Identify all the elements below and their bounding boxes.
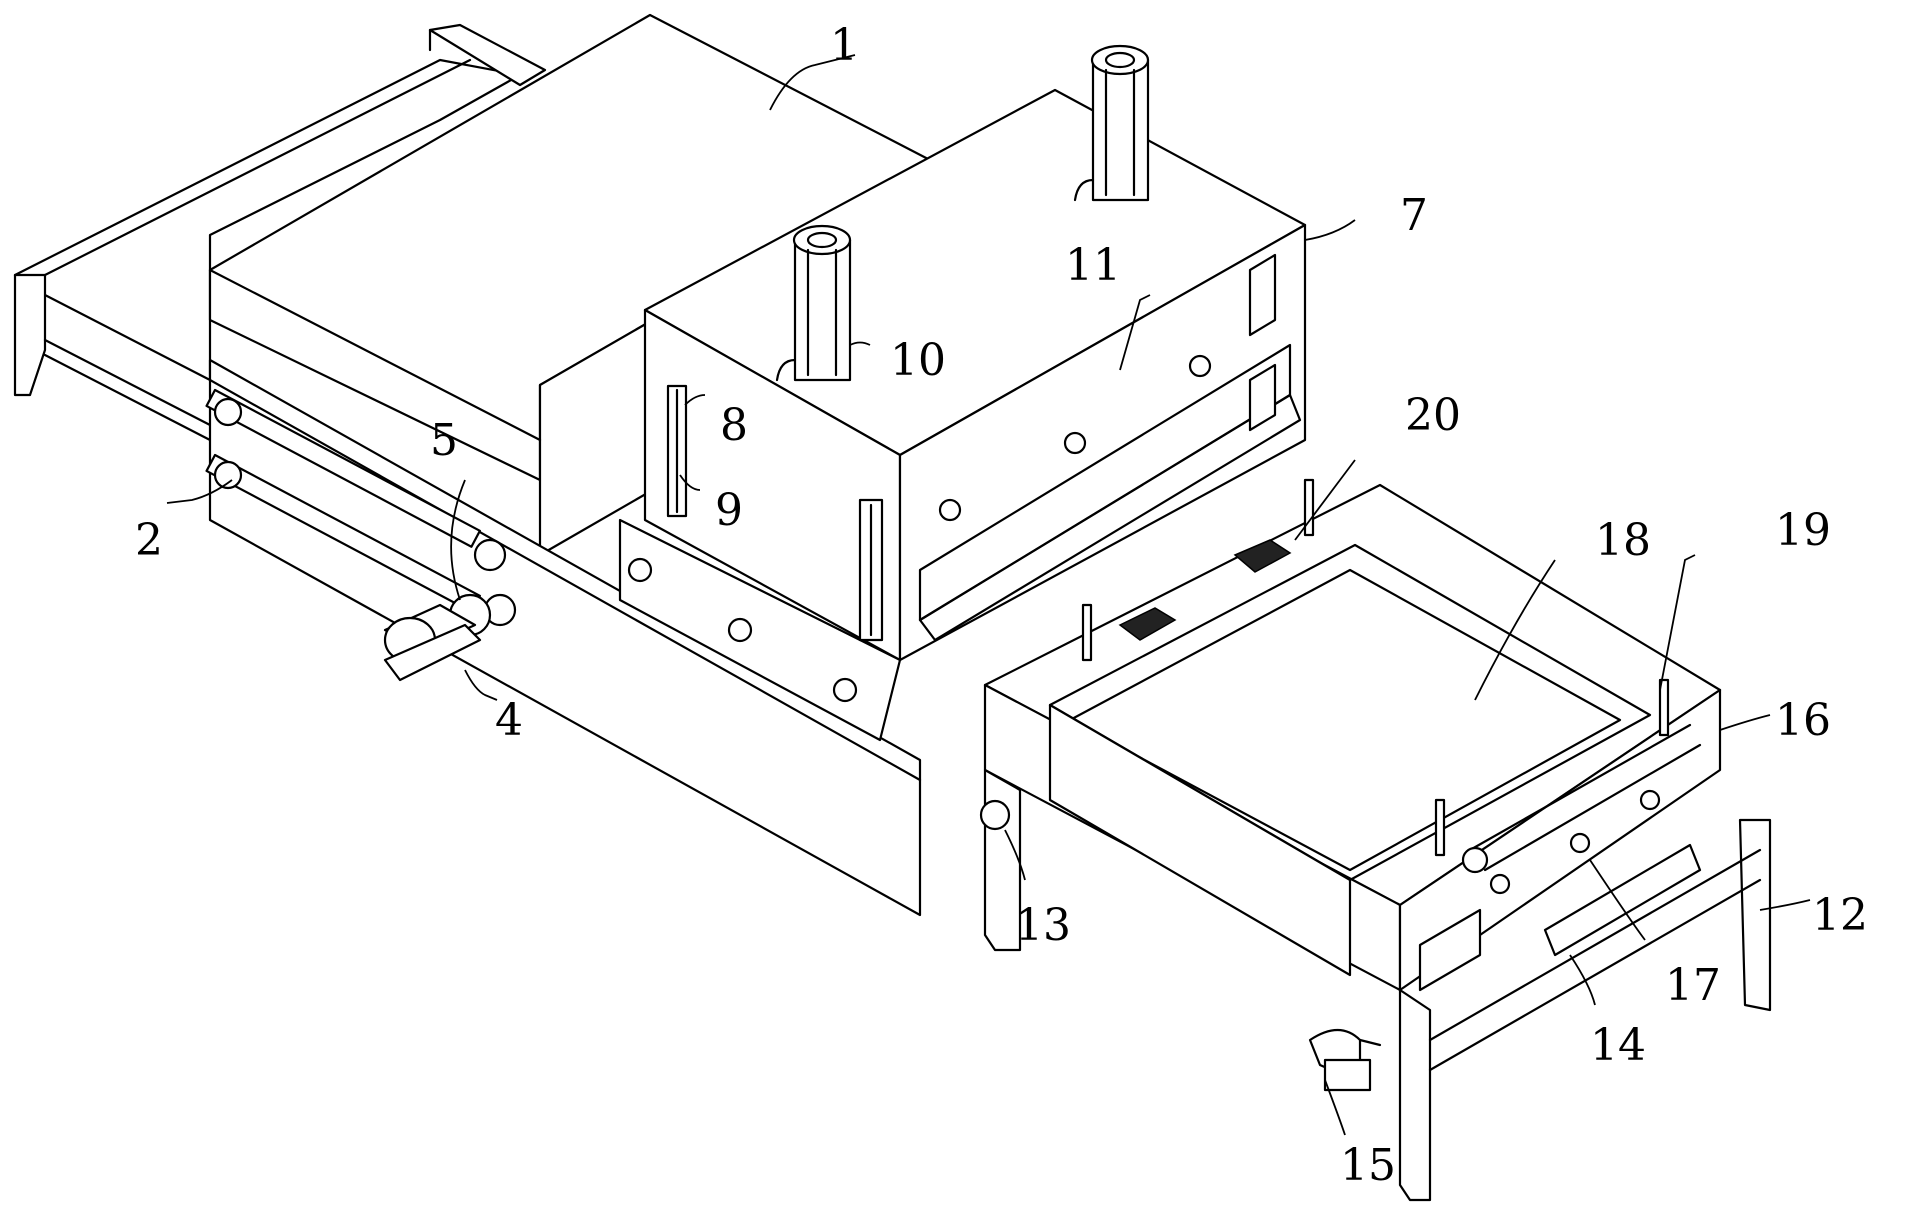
callout-17: 17 (1665, 960, 1721, 1011)
callout-10: 10 (890, 335, 946, 386)
callout-13: 13 (1015, 900, 1071, 951)
callout-7: 7 (1400, 190, 1428, 241)
callout-8: 8 (720, 400, 748, 451)
callout-15: 15 (1340, 1140, 1396, 1191)
callout-5: 5 (430, 415, 458, 466)
callout-4: 4 (495, 695, 523, 746)
callout-12: 12 (1812, 890, 1868, 941)
callout-20: 20 (1405, 390, 1461, 441)
callout-1: 1 (830, 20, 858, 71)
belt-drive (205, 388, 517, 682)
leader-lines (166, 54, 1811, 1136)
callout-14: 14 (1590, 1020, 1646, 1071)
callout-labels: 1 2 4 5 7 8 9 10 11 12 13 14 15 16 17 18… (135, 20, 1868, 1191)
callout-19: 19 (1775, 505, 1831, 556)
callout-11: 11 (1065, 240, 1121, 291)
lift-cylinders (775, 44, 1150, 382)
callout-16: 16 (1775, 695, 1831, 746)
callout-18: 18 (1595, 515, 1651, 566)
callout-2: 2 (135, 515, 163, 566)
front-table (979, 478, 1772, 1202)
rear-conveyor-frame (13, 23, 547, 442)
callout-9: 9 (715, 485, 743, 536)
